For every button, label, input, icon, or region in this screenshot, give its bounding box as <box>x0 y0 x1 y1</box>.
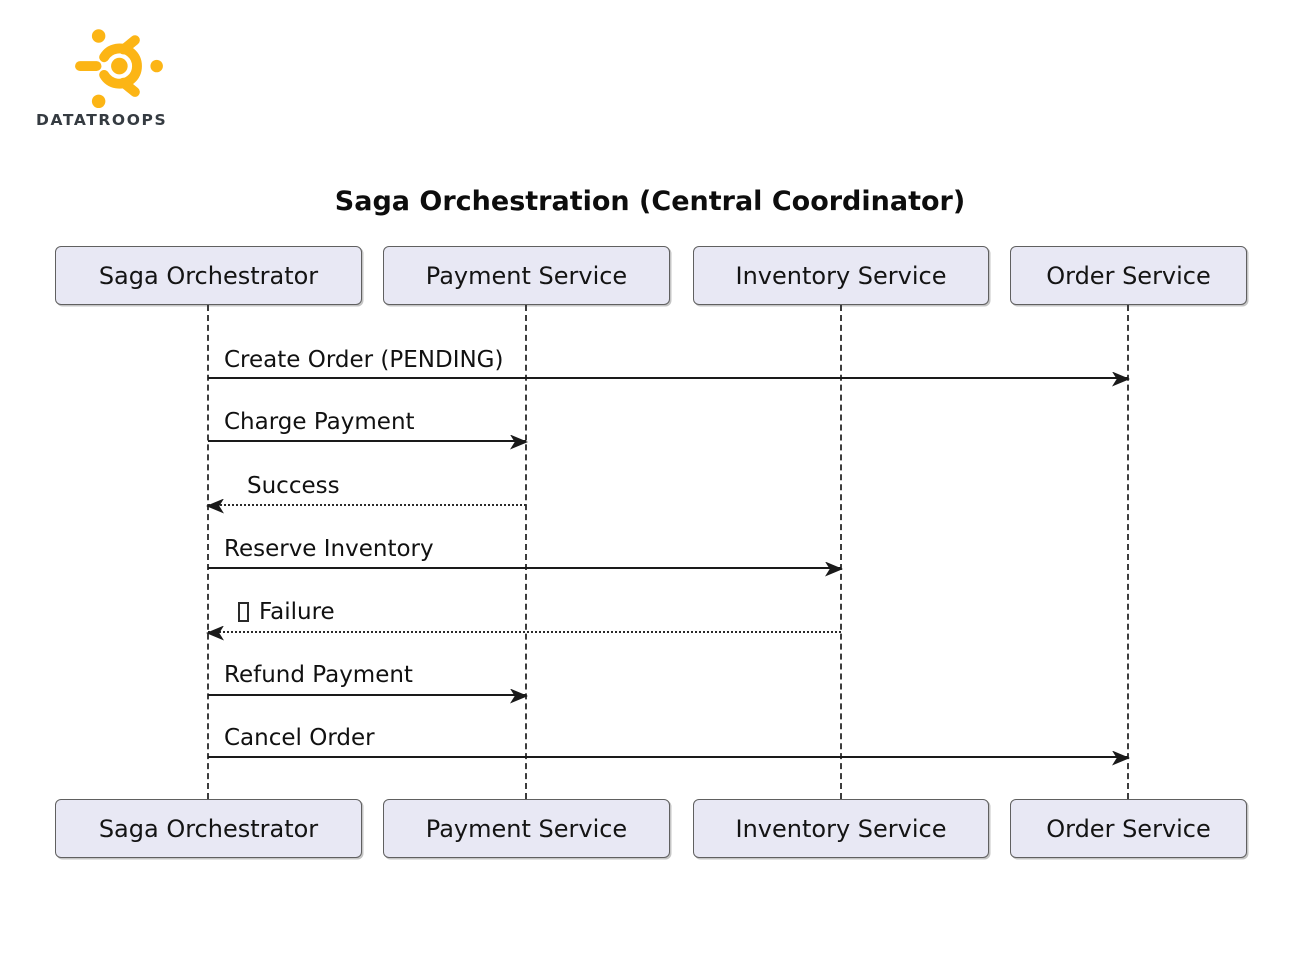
message-arrow-charge-payment <box>208 434 528 450</box>
message-label-refund-payment: Refund Payment <box>224 662 413 688</box>
participant-label: Order Service <box>1046 814 1211 843</box>
message-label-failure: Failure <box>238 599 335 625</box>
participant-payment-service-bottom: Payment Service <box>383 799 670 858</box>
diagram-title: Saga Orchestration (Central Coordinator) <box>334 186 966 217</box>
lifeline-saga-orchestrator <box>207 305 209 799</box>
message-arrow-success <box>206 498 526 514</box>
datatroops-logo-icon <box>75 29 163 109</box>
message-arrow-failure <box>206 625 841 641</box>
participant-label: Saga Orchestrator <box>98 261 319 290</box>
participant-inventory-service-top: Inventory Service <box>693 246 989 305</box>
message-arrow-cancel-order <box>208 750 1130 766</box>
participant-inventory-service-bottom: Inventory Service <box>693 799 989 858</box>
participant-saga-orchestrator-top: Saga Orchestrator <box>55 246 362 305</box>
participant-label: Payment Service <box>425 261 628 290</box>
participant-label: Saga Orchestrator <box>98 814 319 843</box>
participant-order-service-bottom: Order Service <box>1010 799 1247 858</box>
missing-glyph-icon <box>238 602 249 622</box>
participant-label: Payment Service <box>425 814 628 843</box>
message-label-create-order: Create Order (PENDING) <box>224 347 504 373</box>
participant-order-service-top: Order Service <box>1010 246 1247 305</box>
participant-payment-service-top: Payment Service <box>383 246 670 305</box>
message-label-cancel-order: Cancel Order <box>224 725 375 751</box>
participant-label: Order Service <box>1046 261 1211 290</box>
message-arrow-reserve-inventory <box>208 561 843 577</box>
message-arrow-refund-payment <box>208 688 528 704</box>
lifeline-payment-service <box>525 305 527 799</box>
message-label-charge-payment: Charge Payment <box>224 409 415 435</box>
message-label-success: Success <box>247 473 340 499</box>
brand-wordmark: DATATROOPS <box>36 111 168 129</box>
message-arrow-create-order <box>208 371 1130 387</box>
participant-label: Inventory Service <box>735 814 947 843</box>
lifeline-order-service <box>1127 305 1129 799</box>
participant-saga-orchestrator-bottom: Saga Orchestrator <box>55 799 362 858</box>
lifeline-inventory-service <box>840 305 842 799</box>
message-label-reserve-inventory: Reserve Inventory <box>224 536 434 562</box>
participant-label: Inventory Service <box>735 261 947 290</box>
